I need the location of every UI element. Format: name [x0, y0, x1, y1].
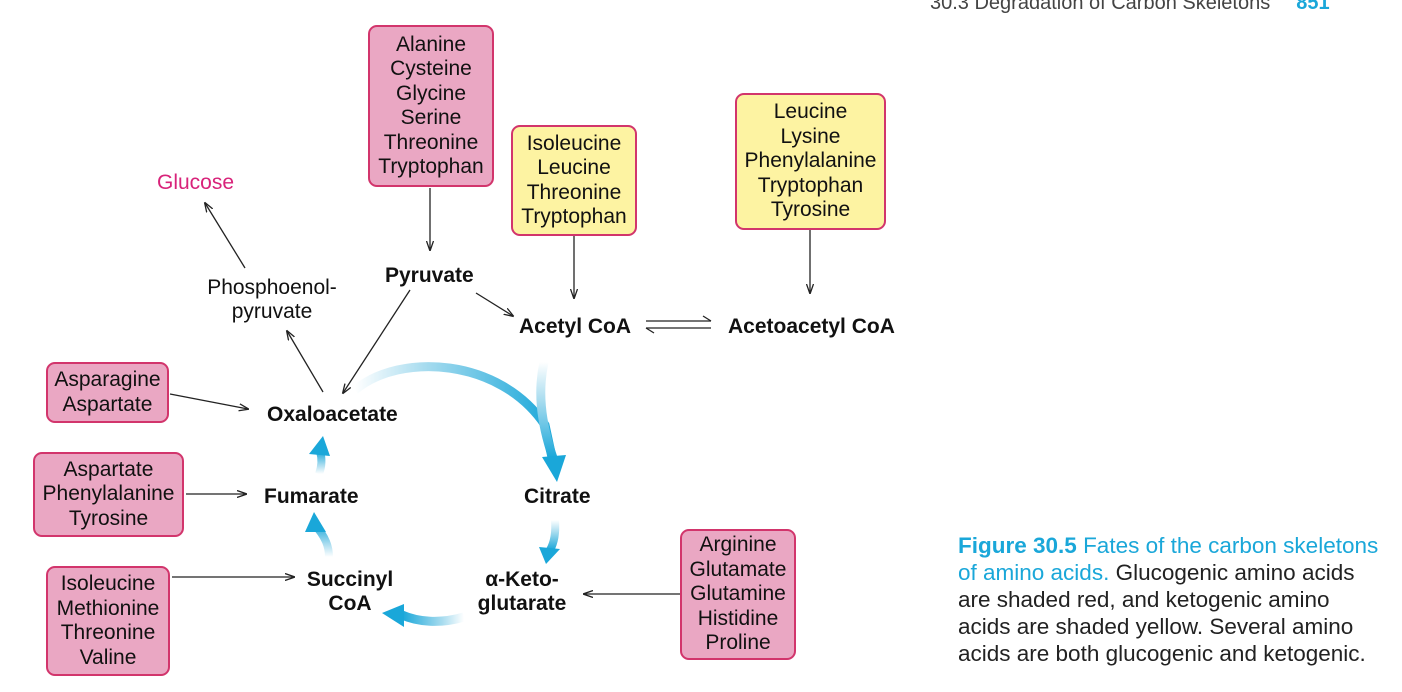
- amino-acid-aspartate: Aspartate: [62, 392, 153, 416]
- amino-acid-lysine: Lysine: [780, 124, 841, 148]
- amino-acid-tryptophan: Tryptophan: [757, 173, 864, 197]
- node-fumarate: Fumarate: [264, 485, 359, 508]
- amino-acid-cysteine: Cysteine: [390, 57, 472, 80]
- box-ketoglutarate-sources: Arginine Glutamate Glutamine Histidine P…: [680, 529, 796, 660]
- node-phosphoenolpyruvate: Phosphoenol- pyruvate: [198, 276, 346, 324]
- amino-acid-glycine: Glycine: [395, 81, 467, 105]
- node-oxaloacetate: Oxaloacetate: [267, 403, 398, 426]
- node-pyruvate: Pyruvate: [385, 264, 474, 287]
- amino-acid-tryptophan: Tryptophan: [378, 155, 484, 178]
- amino-acid-asparagine: Asparagine: [54, 368, 161, 391]
- pep-line2: pyruvate: [231, 300, 313, 323]
- amino-acid-isoleucine: Isoleucine: [526, 131, 622, 155]
- amino-acid-alanine: Alanine: [395, 32, 467, 56]
- node-citrate: Citrate: [524, 485, 591, 508]
- figure-caption: Figure 30.5 Fates of the carbon skeleton…: [958, 532, 1388, 667]
- ketoglutarate-line2: glutarate: [477, 592, 567, 615]
- amino-acid-leucine: Leucine: [773, 100, 848, 124]
- amino-acid-methionine: Methionine: [56, 596, 160, 620]
- amino-acid-glutamate: Glutamate: [689, 557, 787, 581]
- node-alpha-ketoglutarate: α-Keto- glutarate: [472, 568, 572, 616]
- amino-acid-phenylalanine: Phenylalanine: [744, 149, 877, 173]
- amino-acid-tryptophan: Tryptophan: [521, 205, 627, 228]
- amino-acid-arginine: Arginine: [699, 533, 777, 557]
- node-acetoacetyl-coa: Acetoacetyl CoA: [728, 315, 895, 338]
- amino-acid-tyrosine: Tyrosine: [770, 198, 851, 222]
- running-header: 30.3 Degradation of Carbon Skeletons 851: [930, 0, 1402, 14]
- amino-acid-glutamine: Glutamine: [690, 582, 786, 606]
- amino-acid-phenylalanine: Phenylalanine: [42, 482, 175, 506]
- box-acetylcoa-sources: Isoleucine Leucine Threonine Tryptophan: [511, 125, 637, 236]
- arrow-pep-to-glucose: [205, 203, 246, 269]
- arrow-aa-to-oxaloacetate: [169, 393, 248, 409]
- section-title: 30.3 Degradation of Carbon Skeletons: [930, 0, 1271, 14]
- amino-acid-tyrosine: Tyrosine: [68, 506, 149, 530]
- amino-acid-proline: Proline: [705, 631, 771, 655]
- amino-acid-threonine: Threonine: [526, 180, 622, 204]
- figure-body: Glucogenic amino acids are shaded red, a…: [958, 560, 1366, 666]
- cycle-arrows: [305, 361, 566, 627]
- succinyl-line2: CoA: [328, 592, 372, 615]
- amino-acid-threonine: Threonine: [60, 621, 156, 644]
- box-fumarate-sources: Aspartate Phenylalanine Tyrosine: [33, 452, 184, 537]
- amino-acid-isoleucine: Isoleucine: [60, 572, 156, 595]
- box-acetoacetylcoa-sources: Leucine Lysine Phenylalanine Tryptophan …: [735, 93, 886, 230]
- amino-acid-leucine: Leucine: [537, 156, 611, 179]
- box-pyruvate-sources: Alanine Cysteine Glycine Serine Threonin…: [368, 25, 494, 187]
- node-succinyl-coa: Succinyl CoA: [300, 568, 400, 616]
- figure-title: Fates of the carbon skeletons of amino a…: [958, 533, 1379, 585]
- page-number: 851: [1296, 0, 1330, 14]
- arrow-oxaloacetate-to-pep: [287, 331, 324, 393]
- amino-acid-valine: Valine: [79, 645, 137, 669]
- equilibrium-arrows: [645, 315, 712, 334]
- ketoglutarate-line1: α-Keto-: [485, 568, 559, 591]
- amino-acid-threonine: Threonine: [383, 130, 479, 154]
- amino-acid-aspartate: Aspartate: [63, 457, 154, 481]
- node-glucose: Glucose: [157, 171, 235, 194]
- arrow-pyruvate-to-oxaloacetate: [343, 289, 411, 393]
- box-succinylcoa-sources: Isoleucine Methionine Threonine Valine: [46, 566, 170, 676]
- succinyl-line1: Succinyl: [306, 568, 394, 591]
- box-oxaloacetate-sources: Asparagine Aspartate: [46, 362, 169, 423]
- amino-acid-serine: Serine: [400, 106, 462, 129]
- amino-acid-histidine: Histidine: [697, 606, 779, 630]
- figure-number: Figure 30.5: [958, 533, 1077, 558]
- node-acetyl-coa: Acetyl CoA: [519, 315, 632, 338]
- pep-line1: Phosphoenol-: [207, 276, 337, 299]
- arrow-pyruvate-to-acetylcoa: [475, 292, 513, 316]
